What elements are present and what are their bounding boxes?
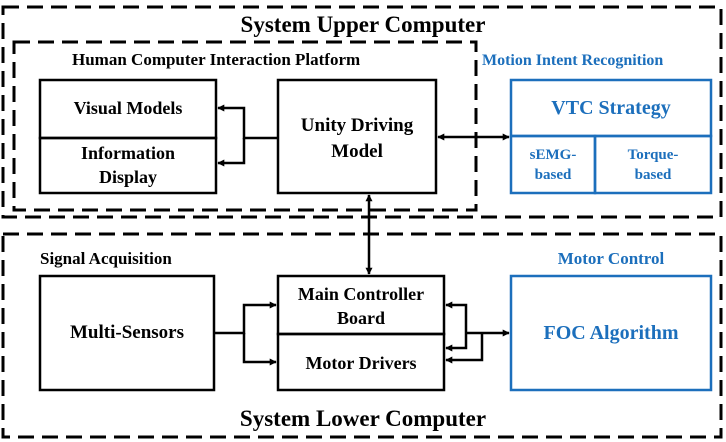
- foc-algorithm-label: FOC Algorithm: [543, 322, 679, 344]
- main-controller-line2: Board: [336, 308, 386, 328]
- torque-based-line1: Torque-: [627, 147, 679, 163]
- arrow-bracket-to-main: [445, 301, 468, 333]
- visual-models-label: Visual Models: [73, 98, 183, 118]
- information-display-line1: Information: [81, 143, 175, 163]
- arrow-unity-to-visual: [217, 104, 278, 140]
- multi-sensors-label: Multi-Sensors: [70, 322, 184, 343]
- motor-drivers-label: Motor Drivers: [305, 353, 417, 373]
- arrow-sensors-to-drivers: [242, 333, 277, 366]
- motor-control-title: Motor Control: [557, 249, 665, 268]
- torque-based-box: [593, 134, 713, 195]
- unity-driving-model-line1: Unity Driving: [300, 115, 414, 136]
- arrow-foc-to-drivers: [445, 333, 484, 364]
- semg-based-box: [509, 134, 597, 195]
- motor-drivers-box: [276, 332, 446, 392]
- foc-algorithm-box: [509, 274, 713, 392]
- information-display-line2: Display: [98, 167, 158, 187]
- unity-driving-model-box: [276, 78, 438, 195]
- unity-driving-model-line2: Model: [331, 141, 383, 162]
- torque-based-line2: based: [634, 167, 672, 183]
- arrow-bracket-to-drivers: [445, 333, 468, 352]
- upper-computer-boundary: [1, 5, 723, 219]
- signal-acquisition-title: Signal Acquisition: [40, 249, 172, 268]
- lower-computer-boundary: [1, 232, 723, 439]
- upper-computer-title: System Upper Computer: [240, 12, 486, 37]
- vtc-strategy-label: VTC Strategy: [551, 97, 671, 119]
- hci-platform-boundary: [12, 40, 478, 212]
- hci-platform-title: Human Computer Interaction Platform: [72, 50, 361, 69]
- main-controller-line1: Main Controller: [297, 284, 425, 304]
- semg-based-line2: based: [534, 167, 572, 183]
- information-display-box: [38, 136, 218, 195]
- motion-intent-title: Motion Intent Recognition: [482, 52, 664, 69]
- lower-computer-title: System Lower Computer: [239, 406, 487, 431]
- semg-based-line1: sEMG-: [529, 147, 577, 163]
- arrow-unity-to-info: [217, 138, 246, 167]
- arrow-sensors-to-main: [214, 301, 277, 335]
